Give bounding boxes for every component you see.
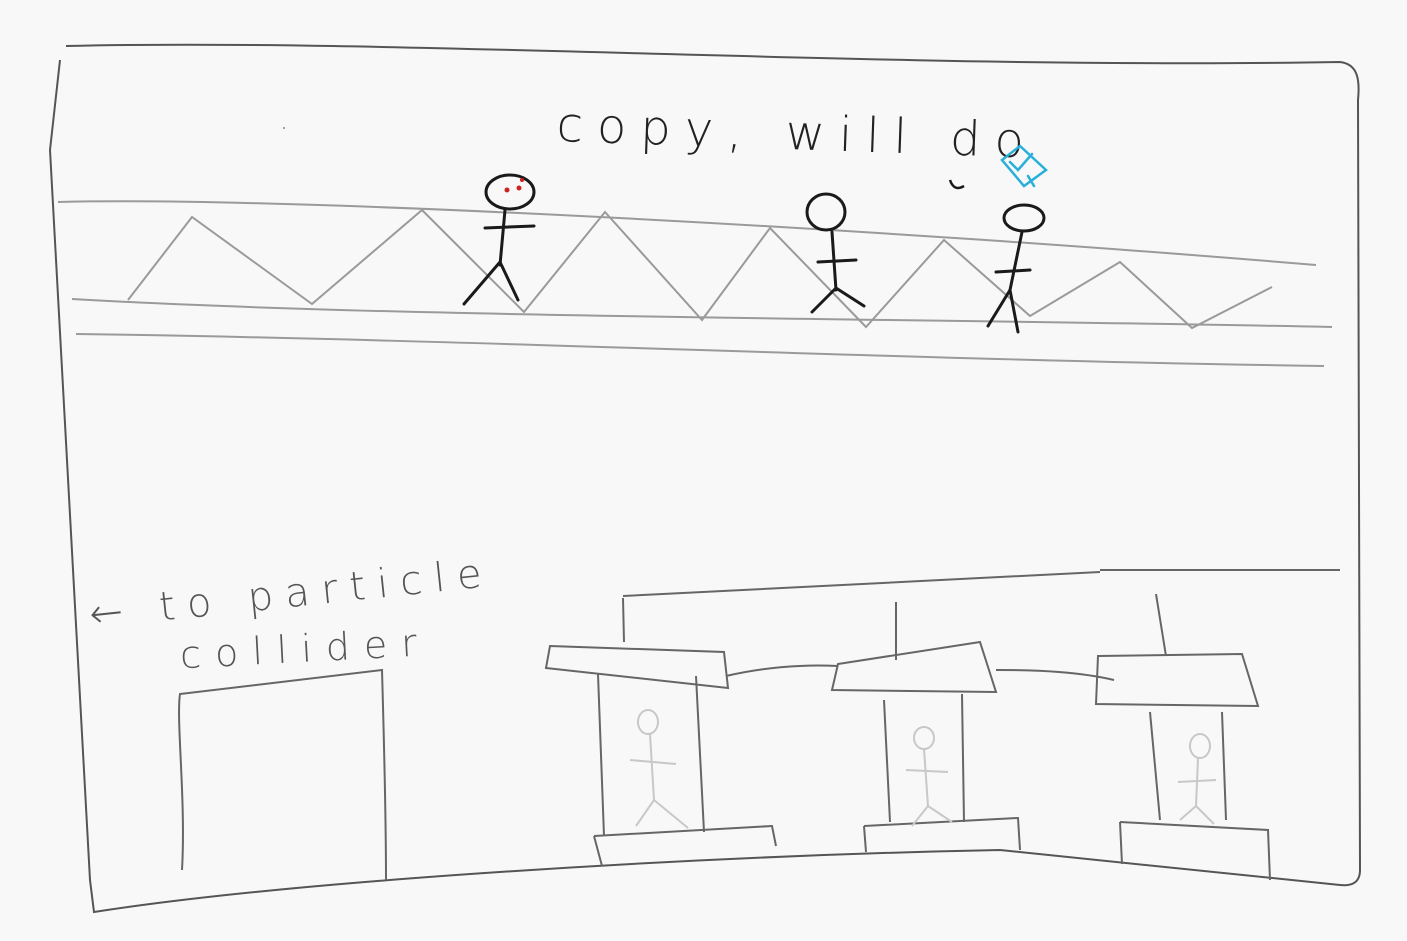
speech-mark <box>948 179 965 190</box>
pod-1-occupant <box>629 709 689 829</box>
person-2-arms <box>816 258 858 264</box>
person-hat <box>986 203 1046 334</box>
connector-2 <box>995 669 1115 681</box>
pod-3-base <box>1119 821 1271 881</box>
outer-frame <box>48 43 1362 914</box>
overhead-beam <box>622 571 1101 643</box>
pod-2-occupant <box>905 726 953 827</box>
person-3-head <box>1002 203 1046 233</box>
pod-3-right-wall <box>1221 711 1227 821</box>
hat-icon <box>1000 144 1048 188</box>
track-middle-rail <box>71 298 1333 328</box>
person-1-legs <box>462 260 520 306</box>
person-1-head <box>484 173 536 211</box>
sign-label: ← to particle collider <box>87 550 496 678</box>
person-2-head <box>805 192 847 232</box>
track-top-rail <box>57 200 1317 266</box>
pod-3-top <box>1094 652 1260 708</box>
pod-3-left-wall <box>1149 711 1161 821</box>
blush-icon <box>504 178 524 193</box>
doorway <box>178 668 387 881</box>
pod-1-base <box>593 824 777 867</box>
person-1-body <box>498 208 507 267</box>
pod-3-stem <box>1155 593 1167 657</box>
person-blushing <box>462 173 536 306</box>
track-bottom-rail <box>75 333 1325 367</box>
pod-1-left-wall <box>597 673 605 837</box>
person-middle <box>805 192 866 314</box>
connector-1 <box>725 664 839 677</box>
person-2-legs <box>810 286 866 314</box>
pod-2-right-wall <box>961 693 965 823</box>
track <box>57 200 1333 367</box>
pod-3 <box>1094 593 1271 881</box>
person-3-arms <box>994 268 1032 274</box>
sign-line-2: collider <box>179 620 432 677</box>
stray-dot <box>283 127 285 129</box>
pod-1-right-wall <box>695 675 705 833</box>
pod-3-occupant <box>1177 733 1217 825</box>
person-3-body <box>1008 230 1024 292</box>
person-1-arms <box>483 224 536 230</box>
pod-1 <box>544 644 777 867</box>
pod-1-top <box>544 644 730 690</box>
pod-2-left-wall <box>883 699 891 823</box>
track-zigzag <box>127 208 1273 330</box>
person-3-legs <box>986 288 1020 334</box>
speech-text: copy, will do <box>556 97 1039 170</box>
pod-2-top <box>830 640 998 694</box>
sign-line-1: ← to particle <box>87 550 496 638</box>
pod-2-base <box>863 816 1021 853</box>
